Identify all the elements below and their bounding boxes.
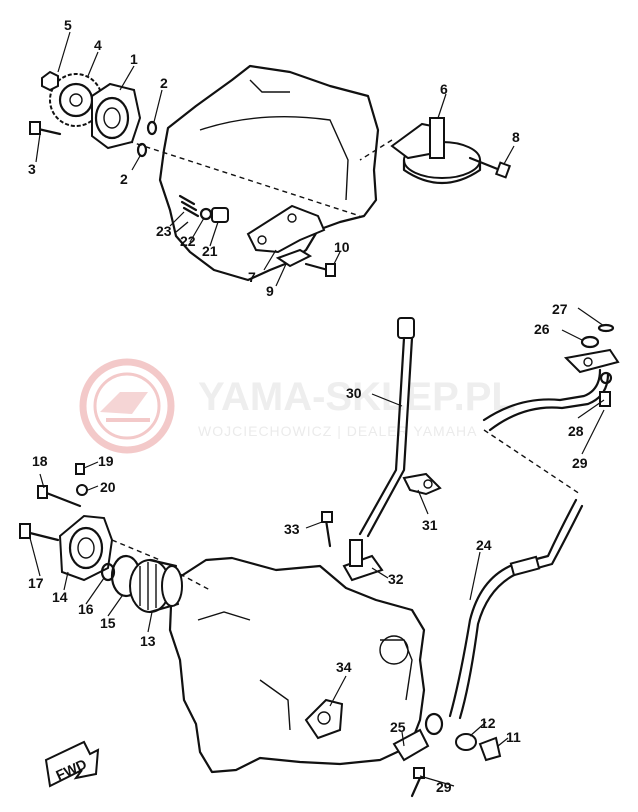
- oil-delivery-pipe-lower: [448, 498, 584, 720]
- union-o-ring: [580, 335, 600, 349]
- callout-15: 15: [100, 615, 116, 631]
- union-screw-lower-head: [413, 767, 425, 779]
- callout-1: 1: [130, 51, 138, 67]
- callout-16: 16: [78, 601, 94, 617]
- callout-20: 20: [100, 479, 116, 495]
- oil-delivery-pipe: [482, 348, 620, 432]
- breather-hose: [358, 317, 415, 538]
- pump-screw-head: [29, 121, 41, 135]
- oil-strainer: [390, 117, 482, 185]
- filter-guide-line: [111, 539, 211, 591]
- hose-fitting: [342, 539, 384, 582]
- callout-labels: 5 4 1 2 2 3 6 8 7 9 10 23 22 21 27 26 28…: [28, 17, 588, 795]
- watermark-subtitle: WOJCIECHOWICZ | DEALER YAMAHA: [198, 423, 477, 439]
- union-screw-lower: [410, 776, 422, 798]
- side-cover: [304, 698, 344, 740]
- callout-28: 28: [568, 423, 584, 439]
- strainer-bolt: [468, 156, 502, 172]
- filter-cover-bolt-head: [19, 523, 31, 539]
- union-seal: [597, 323, 615, 333]
- clamp-bolt-head: [321, 511, 333, 523]
- plate-bolt-head: [325, 263, 336, 277]
- callout-13: 13: [140, 633, 156, 649]
- callout-5: 5: [64, 17, 72, 33]
- callout-6: 6: [440, 81, 448, 97]
- watermark-brand: YAMA-SKLEP.PL: [198, 375, 516, 419]
- union-bolt-lower: [478, 736, 502, 762]
- callout-2-upper: 2: [160, 75, 168, 91]
- pipe-union: [392, 712, 444, 762]
- oil-pump-assembly: [91, 82, 142, 150]
- callout-27: 27: [552, 301, 568, 317]
- callout-30: 30: [346, 385, 362, 401]
- bleed-screw: [75, 463, 85, 475]
- upper-crankcase: [93, 64, 393, 282]
- o-ring-upper: [146, 120, 158, 136]
- callout-2-lower: 2: [120, 171, 128, 187]
- drain-bolt: [42, 490, 82, 508]
- callout-12: 12: [480, 715, 496, 731]
- o-ring-lower: [136, 142, 148, 158]
- callout-29-lower: 29: [436, 779, 452, 795]
- oil-filter-element: [129, 558, 183, 614]
- relief-spring: [178, 194, 200, 218]
- leader-lines: [29, 31, 605, 787]
- callout-11: 11: [506, 729, 521, 745]
- callout-17: 17: [28, 575, 44, 591]
- drain-bolt-head: [37, 485, 48, 499]
- watermark-logo-icon: [79, 358, 175, 454]
- union-bolt: [599, 391, 611, 407]
- callout-23: 23: [156, 223, 172, 239]
- callout-31: 31: [422, 517, 438, 533]
- callout-25: 25: [390, 719, 406, 735]
- front-direction-icon: FWD: [44, 740, 100, 788]
- callout-4: 4: [94, 37, 102, 53]
- lower-crankcase: [168, 556, 426, 774]
- filter-o-ring-small: [100, 562, 116, 582]
- oil-filter-cover: [58, 514, 114, 582]
- filter-cover-bolt-long: [24, 530, 60, 542]
- bleed-washer: [76, 484, 88, 496]
- callout-29-upper: 29: [572, 455, 588, 471]
- relief-washer: [199, 207, 213, 221]
- callout-14: 14: [52, 589, 68, 605]
- callout-26: 26: [534, 321, 550, 337]
- callout-33: 33: [284, 521, 300, 537]
- callout-22: 22: [180, 233, 196, 249]
- cover-plate: [275, 248, 313, 268]
- callout-24: 24: [476, 537, 492, 553]
- callout-32: 32: [388, 571, 404, 587]
- callout-7: 7: [248, 269, 256, 285]
- callout-8: 8: [512, 129, 520, 145]
- callout-3: 3: [28, 161, 36, 177]
- oil-pipe-bracket: [246, 204, 326, 254]
- gear-nut: [41, 70, 59, 92]
- clamp-bolt: [324, 518, 332, 548]
- strainer-bolt-head: [494, 161, 512, 179]
- plate-bolt: [304, 262, 330, 272]
- watermark: YAMA-SKLEP.PL WOJCIECHOWICZ | DEALER YAM…: [79, 358, 516, 454]
- union-bolt-washer: [455, 733, 477, 751]
- callout-9: 9: [266, 283, 274, 299]
- callout-34: 34: [336, 659, 352, 675]
- hose-clamp: [402, 472, 442, 496]
- pipe-guide-line: [483, 429, 581, 495]
- callout-19: 19: [98, 453, 114, 469]
- relief-valve: [211, 207, 229, 223]
- callout-10: 10: [334, 239, 350, 255]
- callout-21: 21: [202, 243, 218, 259]
- callout-18: 18: [32, 453, 48, 469]
- union-washer: [599, 371, 613, 385]
